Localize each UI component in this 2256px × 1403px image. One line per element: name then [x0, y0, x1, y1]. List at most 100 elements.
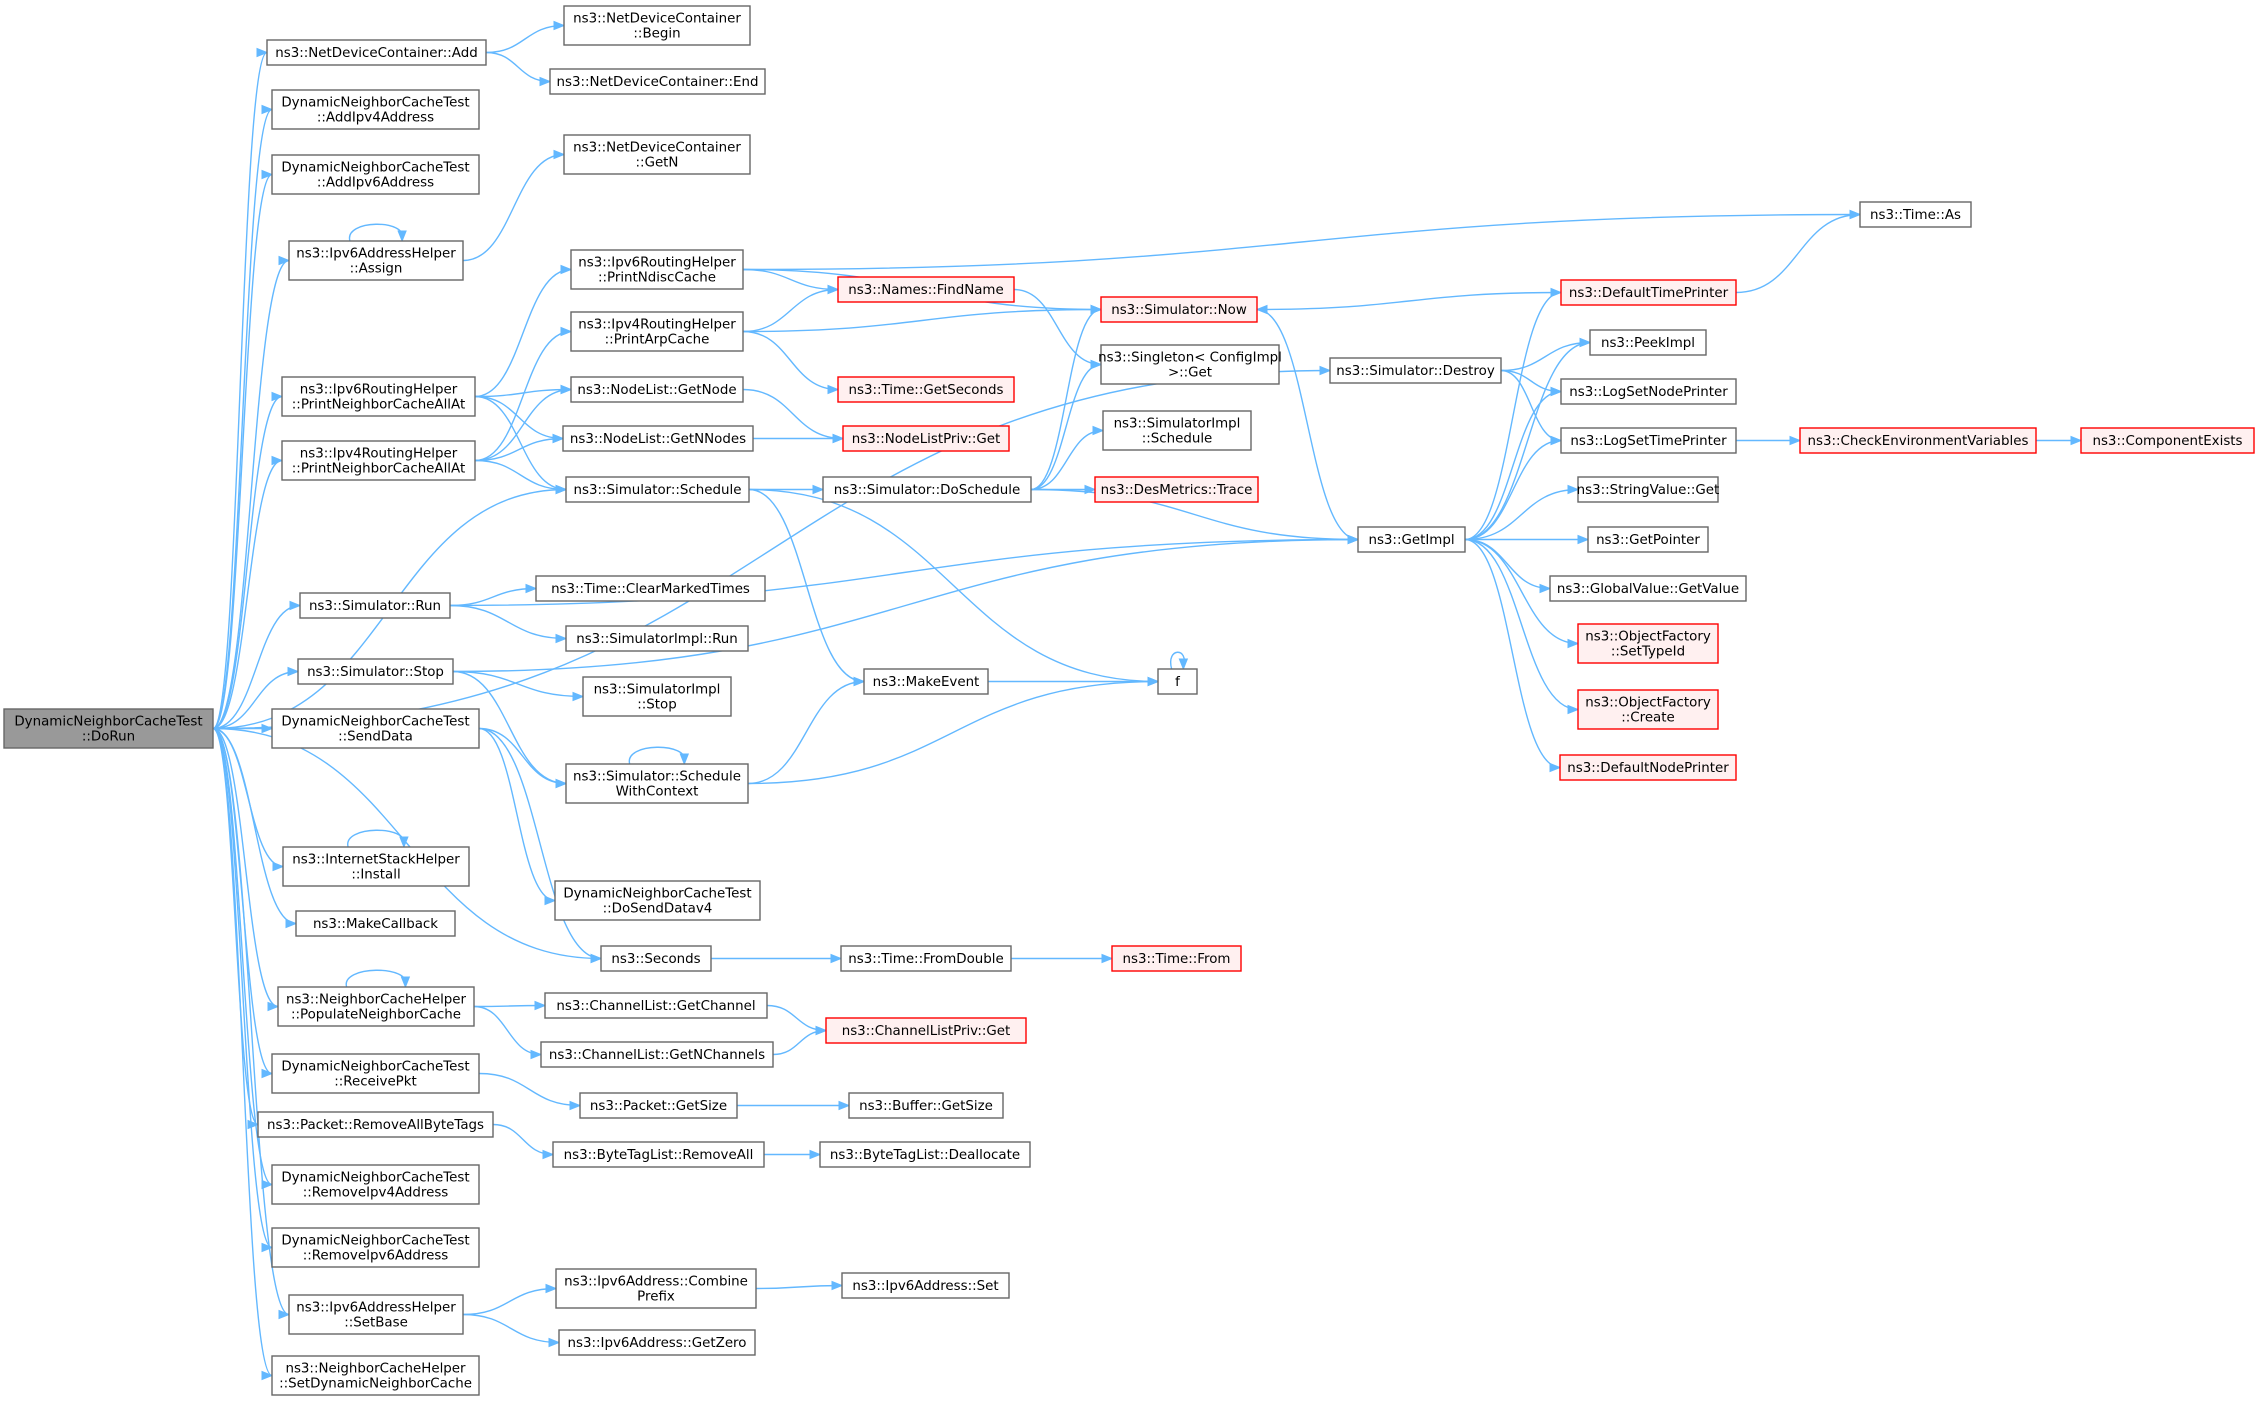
call-edge-sim_run-to-time_cmt: [449, 583, 538, 607]
node-nlp_get[interactable]: ns3::NodeListPriv::Get: [842, 425, 1010, 452]
node-box: [535, 575, 766, 602]
call-edge-getimpl-to-strval_get: [1464, 484, 1580, 541]
node-clp_get[interactable]: ns3::ChannelListPriv::Get: [825, 1017, 1027, 1044]
node-seconds[interactable]: ns3::Seconds: [600, 945, 712, 972]
node-v6pndc[interactable]: ns3::Ipv6RoutingHelper::PrintNdiscCache: [570, 249, 744, 290]
node-box: [579, 1092, 738, 1119]
node-time_getsec[interactable]: ns3::Time::GetSeconds: [837, 376, 1015, 403]
node-rmv4[interactable]: DynamicNeighborCacheTest::RemoveIpv4Addr…: [271, 1164, 480, 1205]
call-edge-v6pnca-to-sim_schedule: [474, 395, 568, 495]
node-simimpl_run[interactable]: ns3::SimulatorImpl::Run: [565, 625, 749, 652]
node-gv_getvalue[interactable]: ns3::GlobalValue::GetValue: [1549, 575, 1747, 602]
node-nl_getnnodes[interactable]: ns3::NodeList::GetNNodes: [562, 425, 754, 452]
node-rmv6[interactable]: DynamicNeighborCacheTest::RemoveIpv6Addr…: [271, 1227, 480, 1268]
node-addv4[interactable]: DynamicNeighborCacheTest::AddIpv4Address: [271, 89, 480, 130]
node-btl_removeall[interactable]: ns3::ByteTagList::RemoveAll: [552, 1141, 765, 1168]
node-v6_getzero[interactable]: ns3::Ipv6Address::GetZero: [558, 1329, 756, 1356]
node-ndc_getn[interactable]: ns3::NetDeviceContainer::GetN: [563, 134, 751, 175]
node-sim_run[interactable]: ns3::Simulator::Run: [299, 592, 451, 619]
node-logsettime[interactable]: ns3::LogSetTimePrinter: [1560, 427, 1737, 454]
node-compexists[interactable]: ns3::ComponentExists: [2080, 427, 2255, 454]
node-v4parp[interactable]: ns3::Ipv4RoutingHelper::PrintArpCache: [570, 311, 744, 352]
node-of_settypeid[interactable]: ns3::ObjectFactory::SetTypeId: [1577, 623, 1719, 664]
node-pkt_getsize[interactable]: ns3::Packet::GetSize: [579, 1092, 738, 1119]
call-edge-v6pndc-to-time_as: [742, 209, 1862, 271]
node-sim_schedule[interactable]: ns3::Simulator::Schedule: [565, 476, 750, 503]
node-getpointer[interactable]: ns3::GetPointer: [1587, 526, 1709, 553]
call-edge-v6pnca-to-nl_getnnodes: [474, 395, 565, 444]
node-checkenv[interactable]: ns3::CheckEnvironmentVariables: [1799, 427, 2037, 454]
node-sim_destroy[interactable]: ns3::Simulator::Destroy: [1329, 357, 1502, 384]
node-time_cmt[interactable]: ns3::Time::ClearMarkedTimes: [535, 575, 766, 602]
node-getimpl[interactable]: ns3::GetImpl: [1357, 526, 1466, 553]
node-box: [299, 592, 451, 619]
node-box: [554, 880, 761, 921]
node-cl_getchannel[interactable]: ns3::ChannelList::GetChannel: [544, 992, 768, 1019]
node-deftimeprinter[interactable]: ns3::DefaultTimePrinter: [1560, 279, 1737, 306]
node-label-line: ns3::NetDeviceContainer::Add: [275, 46, 477, 61]
node-peekimpl[interactable]: ns3::PeekImpl: [1589, 329, 1707, 356]
node-v6pnca[interactable]: ns3::Ipv6RoutingHelper::PrintNeighborCac…: [281, 376, 476, 417]
node-makeevent[interactable]: ns3::MakeEvent: [863, 668, 989, 695]
node-ndc_end[interactable]: ns3::NetDeviceContainer::End: [549, 68, 766, 95]
node-simimpl_stop[interactable]: ns3::SimulatorImpl::Stop: [582, 676, 732, 717]
call-edge-popnc-to-cl_getchannel: [473, 1000, 547, 1011]
node-setbase[interactable]: ns3::Ipv6AddressHelper::SetBase: [288, 1294, 464, 1335]
node-simimpl_sched[interactable]: ns3::SimulatorImpl::Schedule: [1102, 410, 1252, 451]
node-senddata[interactable]: DynamicNeighborCacheTest::SendData: [271, 708, 480, 749]
node-label-line: ns3::InternetStackHelper: [292, 853, 460, 868]
node-makecb[interactable]: ns3::MakeCallback: [295, 910, 456, 937]
node-label-line: ::Assign: [350, 262, 403, 277]
call-edge-dorun-to-sim_stop: [212, 666, 300, 730]
call-edge-ndc_add-to-ndc_begin: [485, 20, 566, 54]
call-edge-dorun-to-addv6: [212, 169, 274, 730]
node-of_create[interactable]: ns3::ObjectFactory::Create: [1577, 689, 1719, 730]
node-ish_install[interactable]: ns3::InternetStackHelper::Install: [282, 846, 470, 887]
node-dorun[interactable]: DynamicNeighborCacheTest::DoRun: [3, 708, 214, 749]
node-ndc_add[interactable]: ns3::NetDeviceContainer::Add: [266, 39, 487, 66]
node-box: [271, 1164, 480, 1205]
node-nl_getnode[interactable]: ns3::NodeList::GetNode: [570, 376, 744, 403]
node-desmetrics[interactable]: ns3::DesMetrics::Trace: [1094, 476, 1259, 503]
node-popnc[interactable]: ns3::NeighborCacheHelper::PopulateNeighb…: [277, 986, 475, 1027]
node-addv6[interactable]: DynamicNeighborCacheTest::AddIpv6Address: [271, 154, 480, 195]
node-v6_set[interactable]: ns3::Ipv6Address::Set: [841, 1272, 1010, 1299]
node-names_find[interactable]: ns3::Names::FindName: [837, 276, 1015, 303]
node-label-line: ns3::SimulatorImpl::Run: [576, 632, 738, 647]
node-time_as[interactable]: ns3::Time::As: [1859, 201, 1972, 228]
node-rmabt[interactable]: ns3::Packet::RemoveAllByteTags: [257, 1111, 494, 1138]
node-recvpkt[interactable]: DynamicNeighborCacheTest::ReceivePkt: [271, 1053, 480, 1094]
call-edge-getimpl-to-of_settypeid: [1464, 538, 1580, 649]
node-time_from[interactable]: ns3::Time::From: [1111, 945, 1242, 972]
node-buf_getsize[interactable]: ns3::Buffer::GetSize: [848, 1092, 1004, 1119]
node-sim_stop[interactable]: ns3::Simulator::Stop: [297, 658, 454, 685]
node-box: [825, 1017, 1027, 1044]
node-defnodeprinter[interactable]: ns3::DefaultNodePrinter: [1559, 754, 1737, 781]
node-assign[interactable]: ns3::Ipv6AddressHelper::Assign: [288, 240, 464, 281]
node-dosenddatav4[interactable]: DynamicNeighborCacheTest::DoSendDatav4: [554, 880, 761, 921]
node-label-line: ::DoSendDatav4: [603, 902, 713, 917]
node-f[interactable]: f: [1157, 668, 1198, 695]
node-btl_dealloc[interactable]: ns3::ByteTagList::Deallocate: [819, 1141, 1031, 1168]
node-sim_now[interactable]: ns3::Simulator::Now: [1100, 296, 1258, 323]
node-box: [271, 1227, 480, 1268]
node-sim_doschedule[interactable]: ns3::Simulator::DoSchedule: [822, 476, 1032, 503]
node-logsetnode[interactable]: ns3::LogSetNodePrinter: [1560, 378, 1737, 405]
node-box: [271, 154, 480, 195]
node-time_fromdouble[interactable]: ns3::Time::FromDouble: [840, 945, 1012, 972]
node-singleton[interactable]: ns3::Singleton< ConfigImpl>::Get: [1098, 344, 1282, 385]
node-cl_getnchannels[interactable]: ns3::ChannelList::GetNChannels: [540, 1041, 774, 1068]
node-label-line: ::PopulateNeighborCache: [291, 1008, 461, 1023]
node-label-line: ns3::NetDeviceContainer: [573, 12, 741, 27]
node-ndc_begin[interactable]: ns3::NetDeviceContainer::Begin: [563, 5, 751, 46]
node-label-line: ns3::Simulator::Schedule: [574, 483, 742, 498]
node-box: [1589, 329, 1707, 356]
node-strval_get[interactable]: ns3::StringValue::Get: [1577, 476, 1720, 503]
node-v4pnca[interactable]: ns3::Ipv4RoutingHelper::PrintNeighborCac…: [281, 440, 476, 481]
node-setdnc[interactable]: ns3::NeighborCacheHelper::SetDynamicNeig…: [271, 1355, 480, 1396]
node-label-line: ns3::ObjectFactory: [1585, 696, 1711, 711]
node-box: [563, 134, 751, 175]
